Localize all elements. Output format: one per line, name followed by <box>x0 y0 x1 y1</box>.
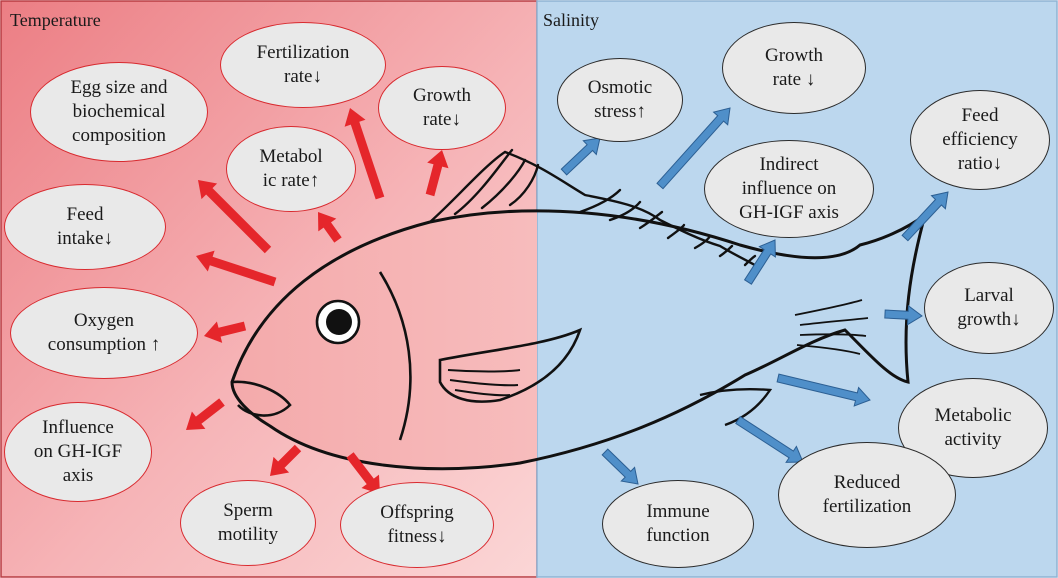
bubble-growth-rate-salinity: Growth rate ↓ <box>722 22 866 114</box>
bubble-gh-igf-temp: Influence on GH-IGF axis <box>4 402 152 502</box>
bubble-feed-intake: Feed intake↓ <box>4 184 166 270</box>
fish-eye-pupil <box>326 309 352 335</box>
bubble-metabolic-rate: Metabol ic rate↑ <box>226 126 356 212</box>
bubble-sperm-motility: Sperm motility <box>180 480 316 566</box>
bubble-reduced-fertilization: Reduced fertilization <box>778 442 956 548</box>
bubble-gh-igf-salinity: Indirect influence on GH-IGF axis <box>704 140 874 238</box>
bubble-feed-efficiency: Feed efficiency ratio↓ <box>910 90 1050 190</box>
bubble-osmotic-stress: Osmotic stress↑ <box>557 58 683 142</box>
bubble-offspring-fitness: Offspring fitness↓ <box>340 482 494 568</box>
bubble-fertilization-rate: Fertilization rate↓ <box>220 22 386 108</box>
bubble-growth-rate-temp: Growth rate↓ <box>378 66 506 150</box>
bubble-oxygen-consumption: Oxygen consumption ↑ <box>10 287 198 379</box>
bubble-larval-growth: Larval growth↓ <box>924 262 1054 354</box>
salinity-title: Salinity <box>543 10 599 31</box>
bubble-immune-function: Immune function <box>602 480 754 568</box>
bubble-egg-size: Egg size and biochemical composition <box>30 62 208 162</box>
temperature-title: Temperature <box>10 10 101 31</box>
